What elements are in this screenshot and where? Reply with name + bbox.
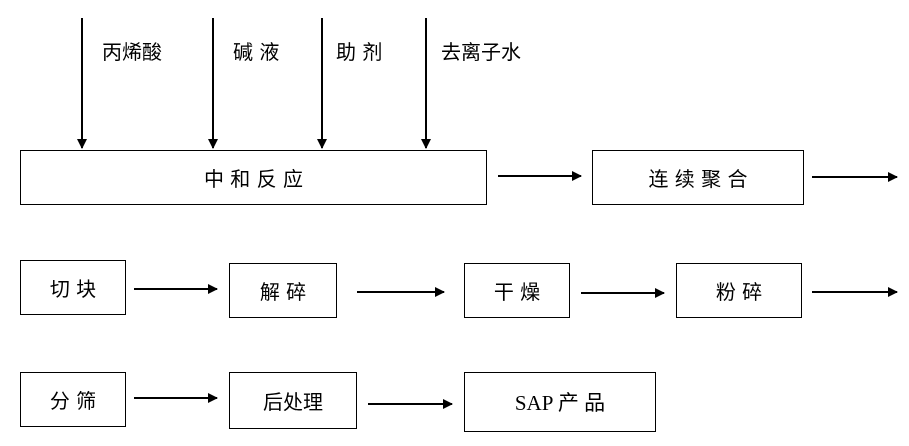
step-post-treatment-label: 后处理 <box>263 390 323 414</box>
step-milling-box: 粉 碎 <box>676 263 802 318</box>
step-drying-box: 干 燥 <box>464 263 570 318</box>
input-label-alkali: 碱 液 <box>233 40 280 64</box>
input-label-water: 去离子水 <box>441 40 521 64</box>
step-cutting-box: 切 块 <box>20 260 126 315</box>
step-milling-label: 粉 碎 <box>715 280 763 304</box>
step-polymerization-label: 连 续 聚 合 <box>648 167 748 191</box>
step-product-label: SAP 产 品 <box>514 391 606 415</box>
step-post-treatment-box: 后处理 <box>229 372 357 429</box>
step-crushing-box: 解 碎 <box>229 263 337 318</box>
step-neutralization-label: 中 和 反 应 <box>203 167 304 191</box>
step-product-box: SAP 产 品 <box>464 372 656 432</box>
step-cutting-label: 切 块 <box>49 277 97 301</box>
step-polymerization-box: 连 续 聚 合 <box>592 150 804 205</box>
step-screening-box: 分 筛 <box>20 372 126 427</box>
step-neutralization-box: 中 和 反 应 <box>20 150 487 205</box>
input-label-additive: 助 剂 <box>336 40 383 64</box>
input-label-acrylic-acid: 丙烯酸 <box>102 40 162 64</box>
step-crushing-label: 解 碎 <box>259 280 307 304</box>
step-screening-label: 分 筛 <box>49 389 97 413</box>
step-drying-label: 干 燥 <box>493 280 541 304</box>
